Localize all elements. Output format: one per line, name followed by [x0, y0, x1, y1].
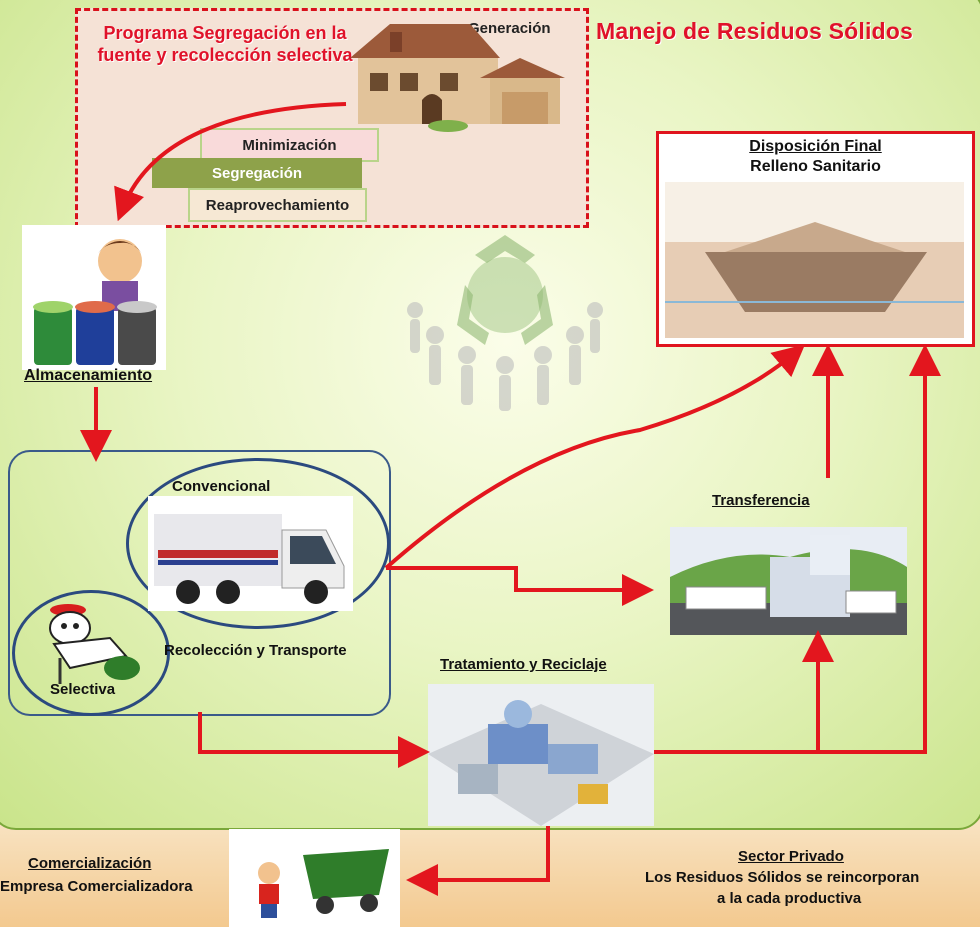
- almacenamiento-label: Almacenamiento: [24, 367, 153, 384]
- step-segregacion: Segregación: [152, 158, 362, 188]
- selectiva-circle: [12, 590, 170, 716]
- house-icon: [350, 24, 565, 132]
- treatment-plant-image: [428, 684, 654, 826]
- tratamiento-label: Tratamiento y Reciclaje: [440, 656, 607, 673]
- comercializacion-sub: Empresa Comercializadora: [0, 878, 193, 895]
- recycle-watermark-icon: [407, 235, 603, 411]
- convencional-label: Convencional: [172, 478, 271, 495]
- sector-privado-title: Sector Privado: [738, 848, 844, 865]
- disposicion-final-box: Disposición Final Relleno Sanitario: [656, 131, 975, 347]
- disposicion-subtitle: Relleno Sanitario: [750, 158, 881, 175]
- sector-privado-line2: a la cada productiva: [717, 890, 862, 907]
- selectiva-label: Selectiva: [50, 681, 116, 698]
- sector-privado-line1: Los Residuos Sólidos se reincorporan: [645, 869, 920, 886]
- step-minimizacion: Minimización: [200, 128, 379, 162]
- step-reaprovechamiento-label: Reaprovechamiento: [205, 196, 350, 214]
- comercializacion-title: Comercialización: [28, 855, 152, 872]
- step-segregacion-label: Segregación: [211, 164, 303, 182]
- recoleccion-label: Recolección y Transporte: [164, 642, 347, 659]
- programa-title: Programa Segregación en la fuente y reco…: [97, 23, 353, 65]
- transfer-station-image: [670, 527, 907, 635]
- cart-kid-image: [229, 829, 400, 927]
- selectiva-character-image: [49, 604, 140, 684]
- transferencia-label: Transferencia: [712, 492, 810, 509]
- disposicion-title: Disposición Final: [749, 138, 882, 155]
- page-title: Manejo de Residuos Sólidos: [596, 18, 914, 44]
- storage-bins-image: [22, 225, 166, 370]
- generation-label: Generación: [468, 20, 551, 37]
- landfill-diagram-image: [665, 182, 964, 338]
- step-minimizacion-label: Minimización: [242, 136, 337, 154]
- garbage-truck-image: [148, 496, 353, 611]
- step-reaprovechamiento: Reaprovechamiento: [188, 188, 367, 222]
